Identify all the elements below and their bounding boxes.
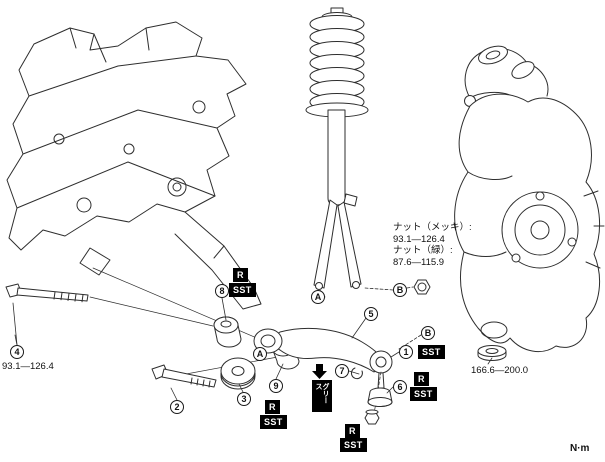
- sst-tag-boot: SST: [410, 387, 437, 401]
- callout-7: 7: [335, 364, 349, 378]
- callout-8: 8: [215, 284, 229, 298]
- nut-spec-note: ナット（メッキ）: 93.1—126.4 ナット（緑）: 87.6—115.9: [393, 222, 472, 268]
- replace-tag-boot: R: [414, 372, 429, 386]
- callout-9: 9: [269, 379, 283, 393]
- nut-green-torque: 87.6—115.9: [393, 256, 445, 268]
- torque-unit-label: N·m: [570, 443, 590, 454]
- callout-5: 5: [364, 307, 378, 321]
- sst-tag-balljoint-nut: SST: [418, 345, 445, 359]
- front-bolt-artwork: [5, 283, 89, 303]
- rear-bushing-artwork: [213, 316, 242, 348]
- callout-3: 3: [237, 392, 251, 406]
- grease-tag: グリース: [312, 380, 332, 412]
- callout-b-strut: B: [393, 283, 407, 297]
- callout-leader-lines: [12, 297, 493, 401]
- sst-tag-stud-nut: SST: [340, 438, 367, 452]
- callout-1: 1: [399, 345, 413, 359]
- replace-tag-bushing-rear: R: [233, 268, 248, 282]
- replace-tag-bushing-front: R: [265, 400, 280, 414]
- sst-tag-bushing-rear: SST: [229, 283, 256, 297]
- sst-tag-bushing-front: SST: [260, 415, 287, 429]
- subframe-artwork: [6, 21, 262, 310]
- front-bolt-torque: 93.1—126.4: [2, 361, 54, 372]
- nut-plated-label: ナット（メッキ）:: [393, 222, 472, 233]
- washer-artwork: [220, 357, 256, 390]
- nut-green-label: ナット（緑）:: [393, 245, 453, 256]
- strut-artwork: [305, 7, 369, 290]
- grease-arrow-icon: [312, 364, 327, 379]
- through-bolt-artwork: [151, 364, 217, 388]
- callout-a-axis: A: [253, 347, 267, 361]
- callout-6: 6: [393, 380, 407, 394]
- callout-4: 4: [10, 345, 24, 359]
- nut-plated-torque: 93.1—126.4: [393, 233, 445, 245]
- callout-2: 2: [170, 400, 184, 414]
- callout-b-balljoint: B: [421, 326, 435, 340]
- ball-joint-parts-artwork: [350, 367, 393, 425]
- balljoint-torque: 166.6—200.0: [471, 365, 529, 376]
- replace-tag-stud-nut: R: [345, 424, 360, 438]
- strut-nut-artwork: [413, 279, 431, 295]
- knuckle-artwork: [454, 45, 605, 361]
- callout-a-strut: A: [311, 290, 325, 304]
